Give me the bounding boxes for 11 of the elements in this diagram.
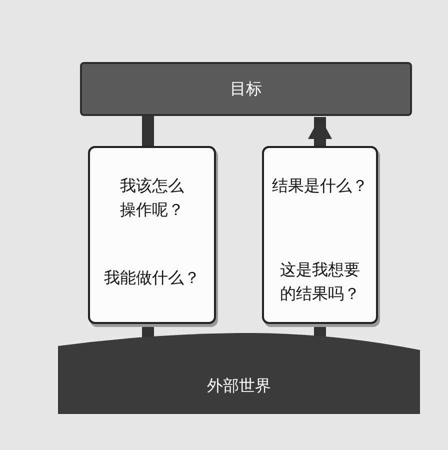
goal-label: 目标 [229, 78, 263, 100]
world-label: 外部世界 [206, 375, 272, 397]
question-text: 结果是什么？ [271, 175, 369, 197]
question-text: 我该怎么操作呢？ [119, 175, 185, 221]
world-band [58, 330, 420, 414]
arrow [308, 117, 332, 146]
question-card [262, 146, 378, 324]
question-text: 我能做什么？ [103, 267, 201, 289]
question-card [88, 146, 216, 324]
goal-box [80, 62, 412, 116]
question-text: 这是我想要的结果吗？ [279, 259, 361, 305]
